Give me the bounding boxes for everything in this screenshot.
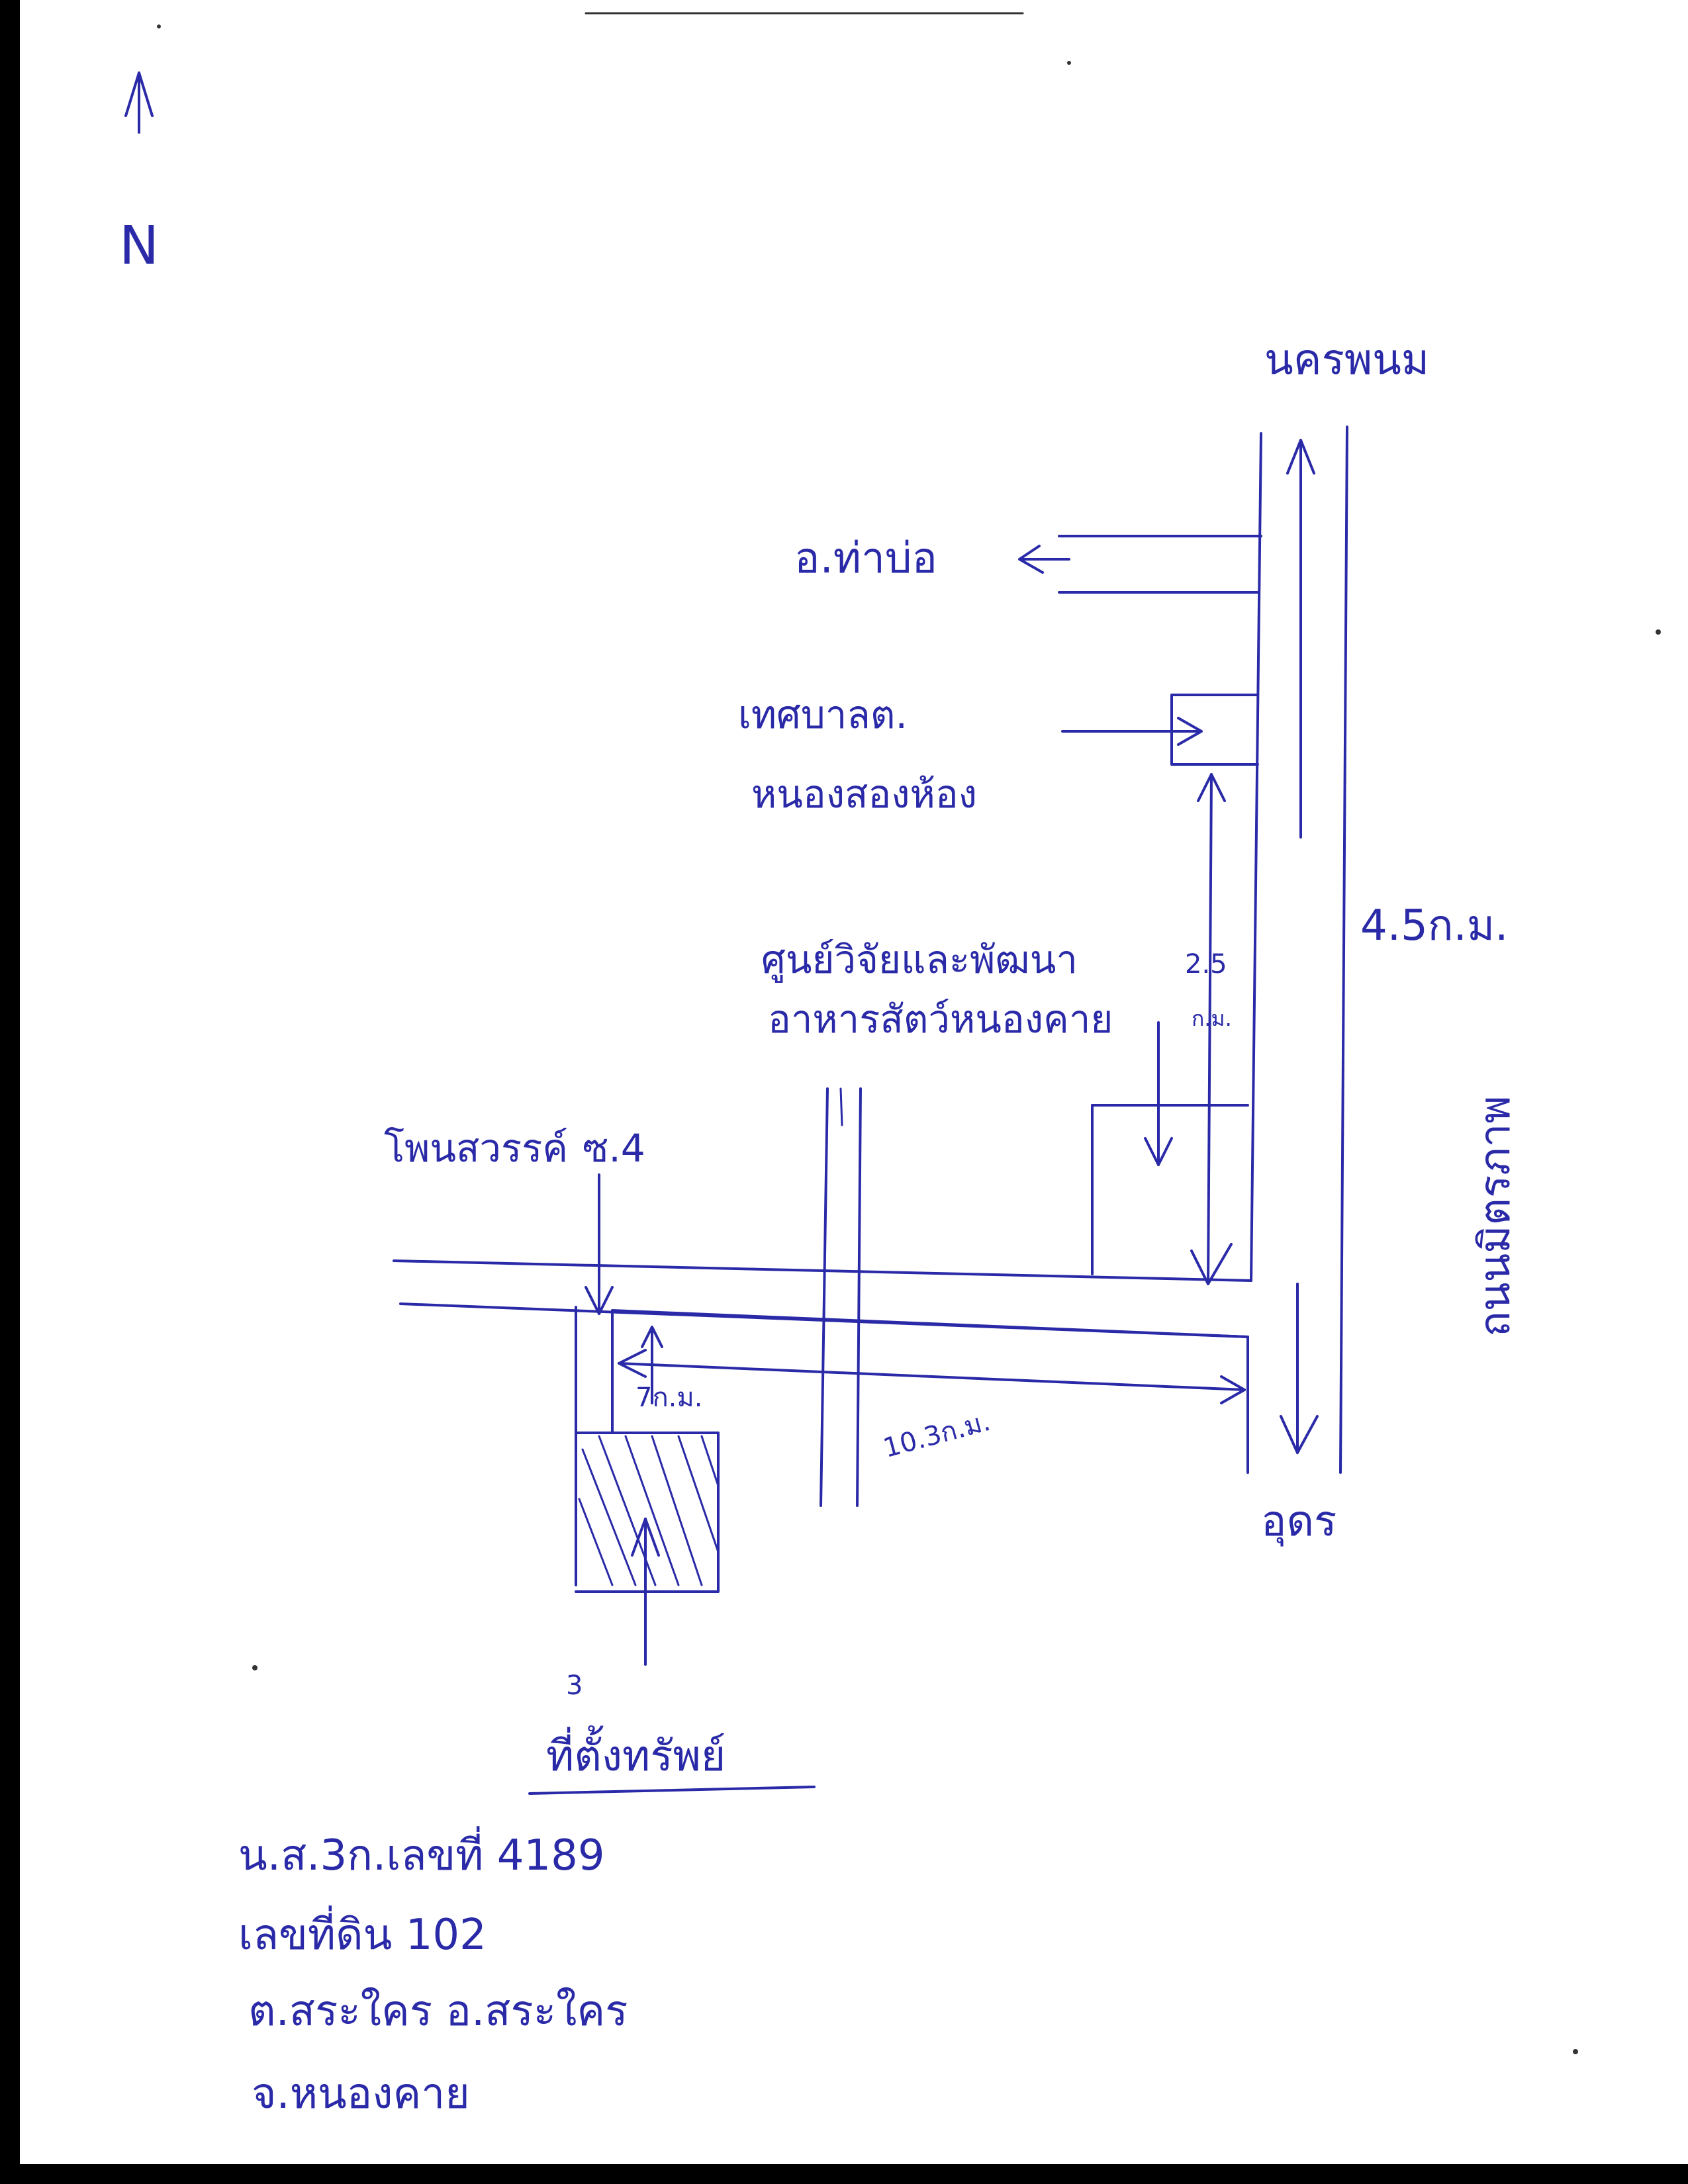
- municipality-arrow-icon: [1061, 717, 1203, 746]
- north-label: N: [119, 212, 159, 274]
- speck: [1573, 2049, 1578, 2054]
- research-center-pointer-head: [1144, 1137, 1173, 1166]
- label-main-road: ถนนมิตรภาพ: [1471, 1095, 1520, 1337]
- speck: [157, 24, 161, 28]
- dimension-2-5km: [1207, 773, 1213, 1285]
- property-detail-deed: น.ส.3ก.เลขที่ 4189: [238, 1826, 605, 1880]
- dimension-arrowhead-bottom: [1190, 1243, 1233, 1285]
- side-road-left-edge: [820, 1087, 829, 1507]
- property-title: ที่ตั้งทรัพย์: [546, 1725, 726, 1781]
- side-road-right-edge: [856, 1087, 862, 1507]
- label-distance-center-unit: ก.ม.: [1192, 1006, 1232, 1031]
- north-direction-arrowhead: [1286, 439, 1315, 475]
- label-research-center-line1: ศูนย์วิจัยและพัฒนา: [761, 937, 1078, 983]
- soi-road-top-edge: [393, 1259, 1252, 1282]
- dimension-arrowhead-top: [1197, 773, 1226, 802]
- soi-road-top-edge-lower: [611, 1309, 1249, 1338]
- label-research-center-line2: อาหารสัตว์หนองคาย: [768, 997, 1113, 1042]
- property-detail-province: จ.หนองคาย: [252, 2070, 470, 2118]
- dimension-10-3-arrow-right: [1220, 1375, 1246, 1404]
- speck: [1067, 61, 1071, 65]
- scan-edge-bottom: [0, 2164, 1688, 2184]
- research-center-plot: [1091, 1104, 1249, 1275]
- property-detail-subdistrict: ต.สระใคร อ.สระใคร: [248, 1987, 628, 2036]
- label-soi-name: โพนสวรรค์: [384, 1126, 568, 1171]
- speck: [1656, 629, 1661, 635]
- property-plot: [575, 1432, 720, 1593]
- label-municipality-line2: หนองสองห้อง: [751, 772, 977, 817]
- property-title-underline: [528, 1786, 816, 1795]
- municipality-box: [1170, 694, 1259, 766]
- dimension-10-3km: [618, 1362, 1246, 1391]
- label-distance-center: 2.5: [1185, 949, 1227, 979]
- label-distance-right: 4.5ก.ม.: [1360, 901, 1508, 950]
- property-pointer-head: [631, 1518, 660, 1557]
- scan-edge-left: [0, 0, 20, 2184]
- label-municipality-line1: เทศบาลต.: [738, 692, 908, 737]
- speck: [252, 1665, 258, 1670]
- south-direction-arrowhead: [1280, 1415, 1319, 1454]
- dimension-10-3-arrow-left: [618, 1349, 647, 1378]
- label-soi-number: ซ.4: [583, 1126, 645, 1171]
- label-distance-7km: 7ก.ม.: [635, 1383, 702, 1413]
- north-arrow-icon: [124, 71, 154, 134]
- label-property-marker: 3: [566, 1670, 583, 1701]
- tha-bo-arrow-icon: [1018, 545, 1070, 574]
- soi-pointer-head: [585, 1286, 614, 1315]
- main-road-right-edge: [1339, 426, 1348, 1474]
- label-tha-bo: อ.ท่าบ่อ: [794, 534, 937, 583]
- main-road-left-edge: [1250, 432, 1262, 1282]
- label-distance-10-3km: 10.3ก.ม.: [880, 1406, 994, 1464]
- label-nakhon-phanom: นครพนม: [1264, 336, 1429, 385]
- label-udon: อุดร: [1261, 1497, 1336, 1547]
- side-road-mark: [839, 1087, 843, 1126]
- property-detail-land-number: เลขที่ดิน 102: [238, 1905, 487, 1960]
- dimension-7-arrowhead: [641, 1326, 663, 1348]
